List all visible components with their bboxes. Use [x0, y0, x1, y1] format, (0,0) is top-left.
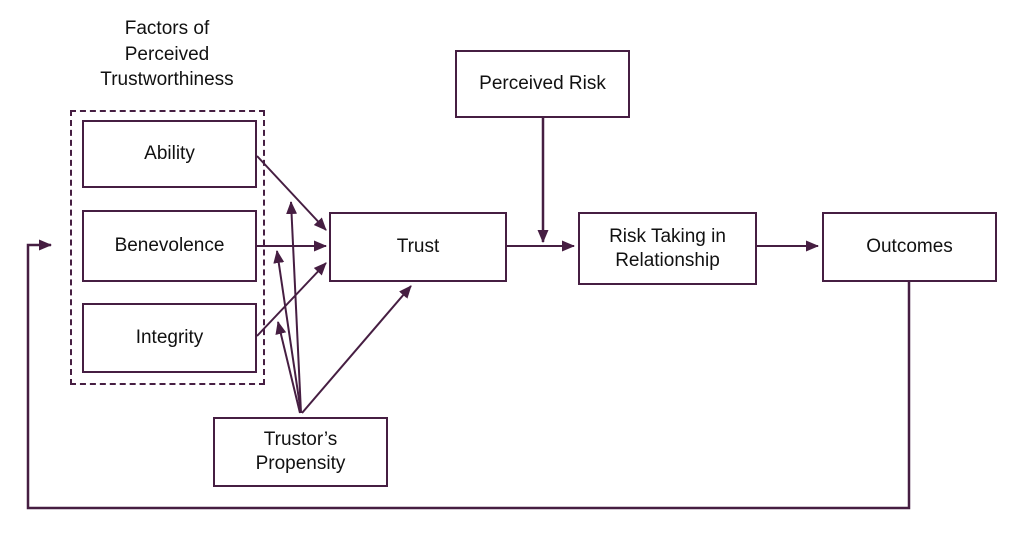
edge-integrity-trust	[256, 262, 327, 337]
factors-group-title: Factors of Perceived Trustworthiness	[100, 18, 234, 91]
node-trust-label: Trust	[396, 236, 440, 258]
edge-propensity-moderates-benevolence-arrow	[273, 250, 302, 414]
node-ability-label: Ability	[144, 143, 195, 165]
edge-ability-trust	[256, 155, 327, 231]
node-benevolence-label: Benevolence	[114, 235, 225, 257]
node-risk-taking-label: Risk Taking in Relationship	[609, 225, 726, 271]
node-trustors-propensity-label: Trustor’s Propensity	[255, 429, 346, 474]
node-perceived-risk-label: Perceived Risk	[479, 73, 606, 95]
node-outcomes-label: Outcomes	[866, 236, 953, 258]
edge-propensity-moderates-integrity-arrow	[275, 321, 301, 414]
node-perceived-risk: Perceived Risk	[455, 50, 630, 118]
edge-outcomes-feedback-factors	[26, 239, 911, 510]
node-integrity-label: Integrity	[135, 327, 204, 349]
edge-propensity-trust	[301, 285, 412, 414]
node-trustors-propensity: Trustor’s Propensity	[213, 417, 388, 487]
edge-propensity-moderates-ability-arrow	[286, 201, 302, 414]
node-trust: Trust	[329, 212, 507, 282]
factors-group-box	[70, 110, 265, 385]
node-ability: Ability	[82, 120, 257, 188]
node-risk-taking-in-relationship: Risk Taking in Relationship	[578, 212, 757, 285]
node-outcomes: Outcomes	[822, 212, 997, 282]
node-integrity: Integrity	[82, 303, 257, 373]
node-benevolence: Benevolence	[82, 210, 257, 282]
